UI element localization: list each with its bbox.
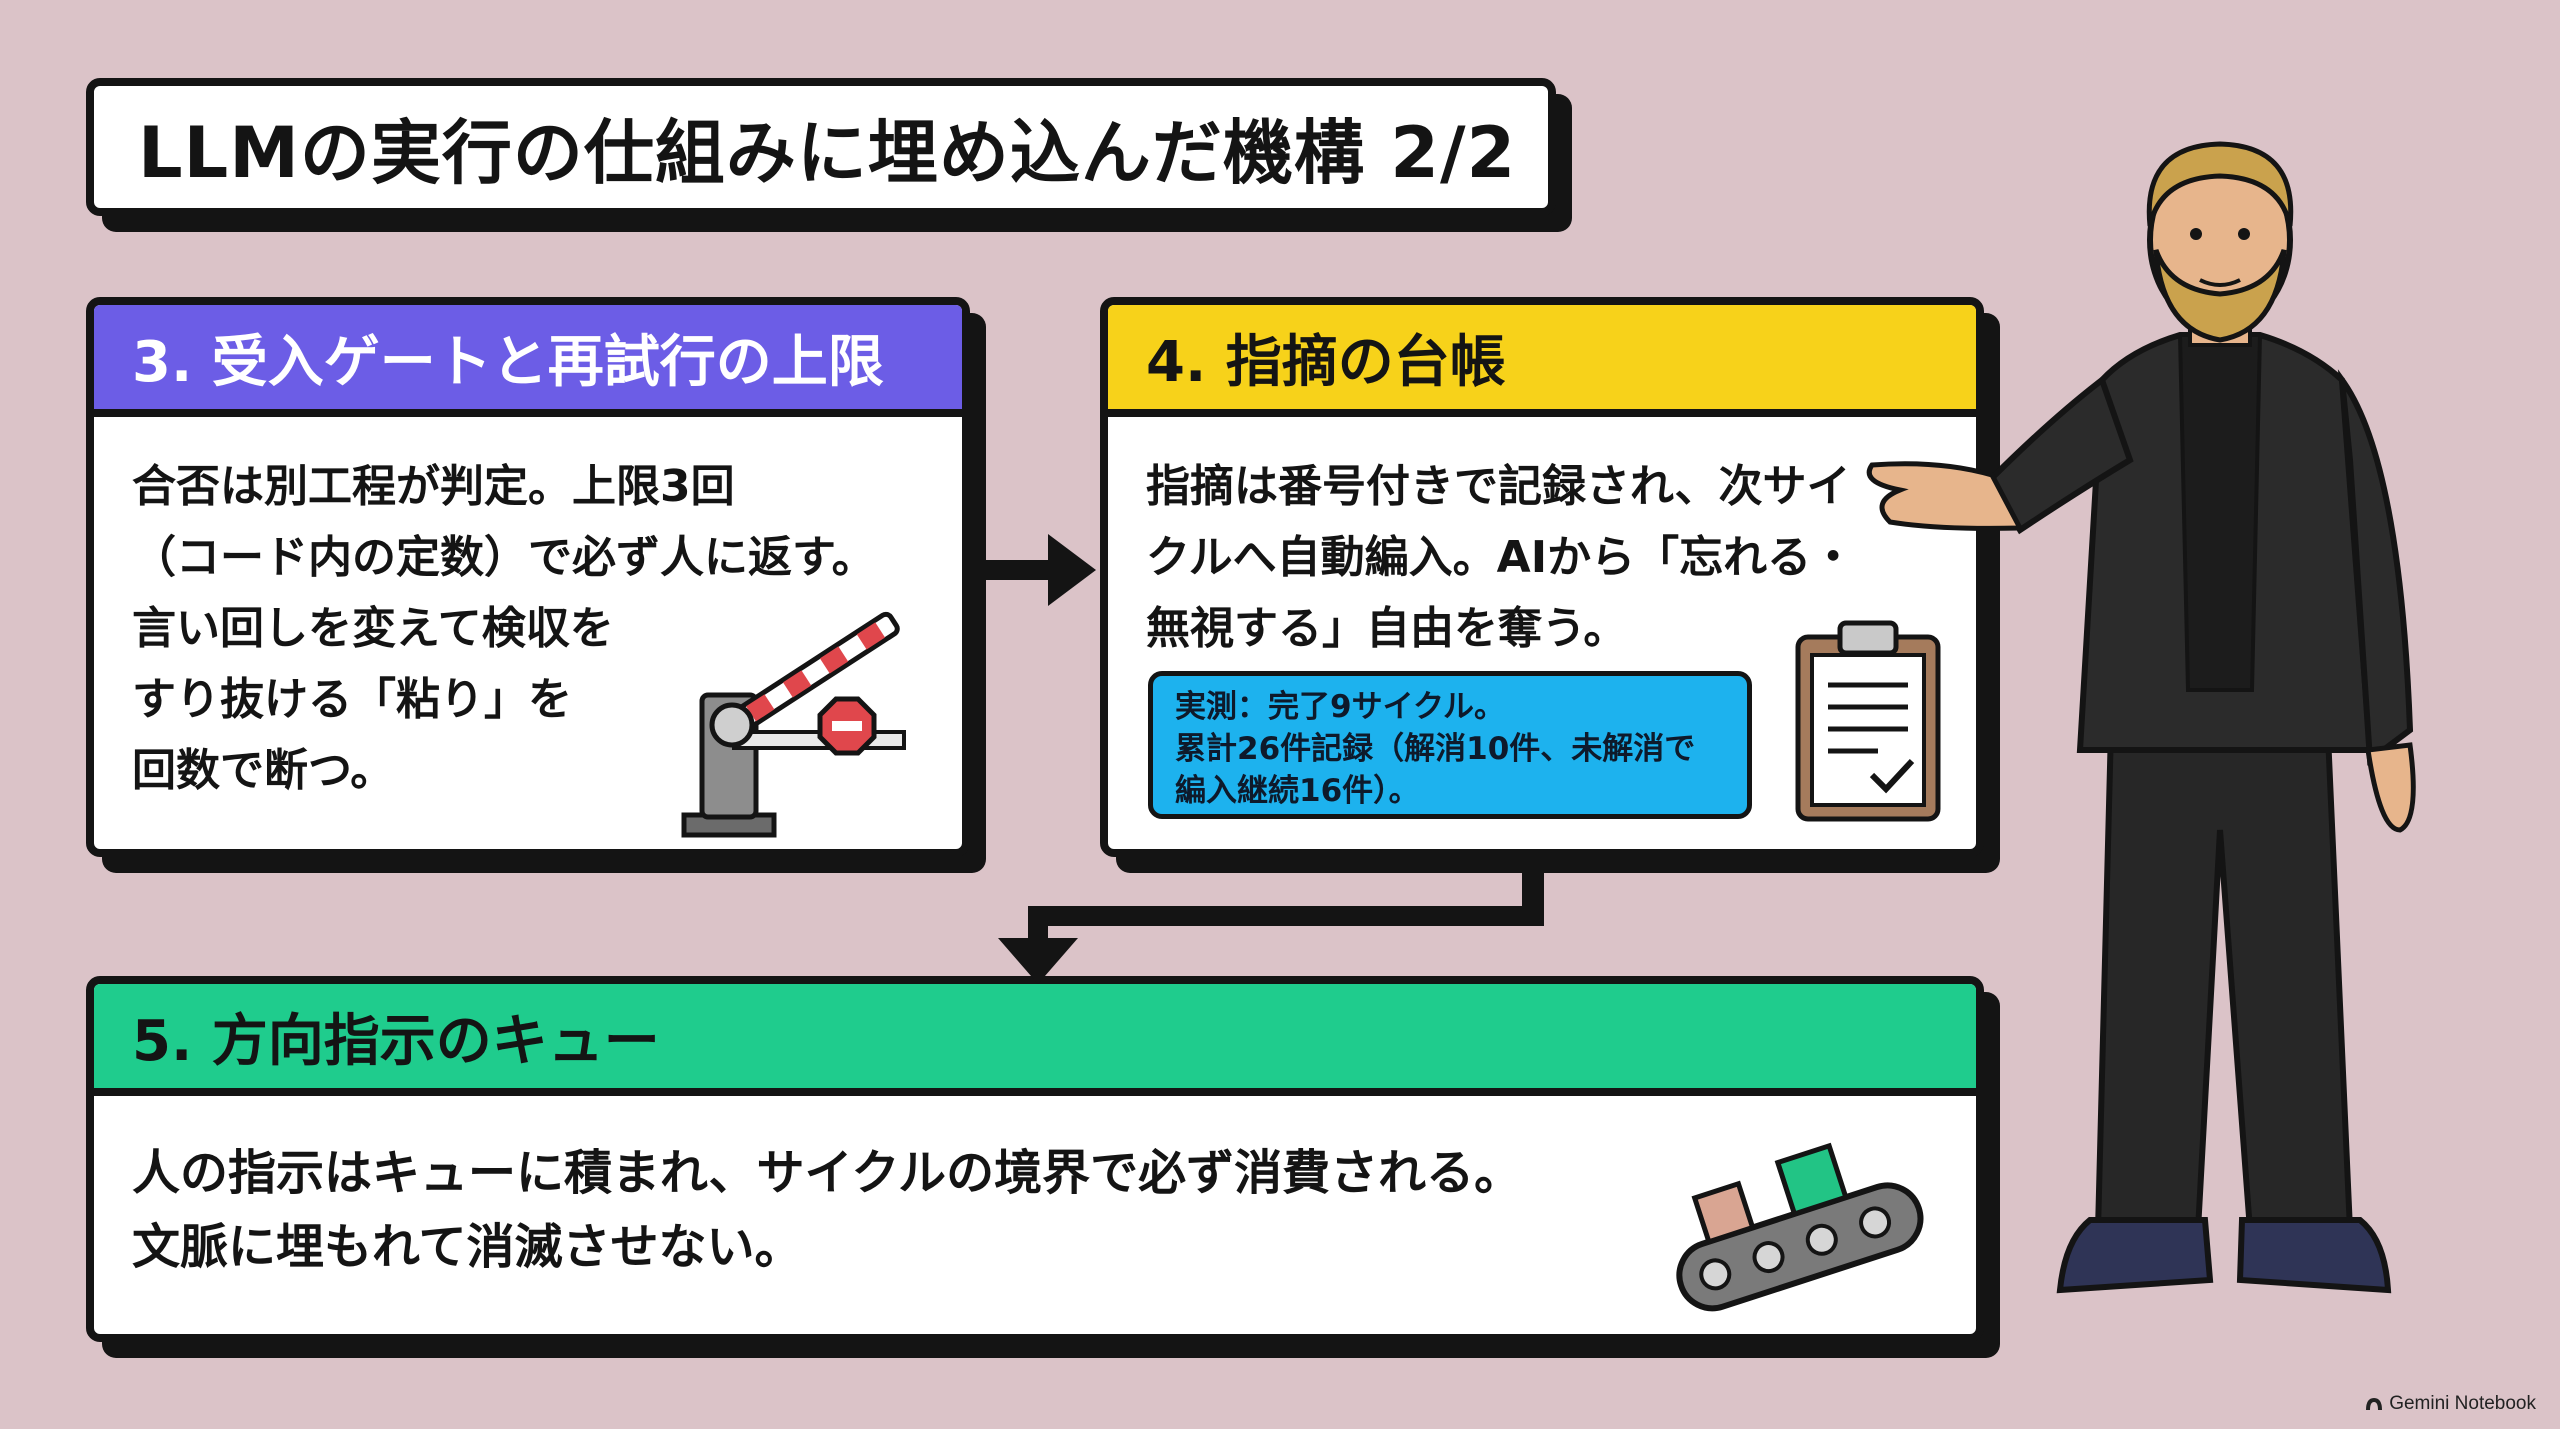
card-acceptance-gate-heading: 3. 受入ゲートと再試行の上限 — [94, 305, 962, 417]
card-direction-queue-heading: 5. 方向指示のキュー — [94, 984, 1976, 1096]
gate-line-4: すり抜ける「粘り」を — [132, 674, 572, 725]
footer-label: Gemini Notebook — [2389, 1393, 2536, 1414]
card-acceptance-gate: 3. 受入ゲートと再試行の上限 合否は別工程が判定。上限3回 （コード内の定数）… — [86, 297, 970, 857]
gemini-logo-icon — [2366, 1398, 2383, 1410]
note-line-3: 編入継続16件）。 — [1175, 773, 1420, 809]
clipboard-check-icon — [1795, 620, 1941, 822]
card-direction-queue-body: 人の指示はキューに積まれ、サイクルの境界で必ず消費される。 文脈に埋もれて消滅さ… — [94, 1096, 1976, 1284]
card-issue-ledger-heading: 4. 指摘の台帳 — [1108, 305, 1976, 417]
page-title: LLMの実行の仕組みに埋め込んだ機構 2/2 — [138, 111, 1517, 194]
queue-line-2: 文脈に埋もれて消滅させない。 — [132, 1219, 803, 1275]
title-banner: LLMの実行の仕組みに埋め込んだ機構 2/2 — [86, 78, 1556, 216]
card-direction-queue: 5. 方向指示のキュー 人の指示はキューに積まれ、サイクルの境界で必ず消費される… — [86, 976, 1984, 1342]
note-line-2: 累計26件記録（解消10件、未解消で — [1175, 731, 1696, 767]
measurement-note: 実測：完了9サイクル。 累計26件記録（解消10件、未解消で 編入継続16件）。 — [1148, 671, 1752, 819]
presenter-figure — [1866, 141, 2416, 1294]
gate-line-2: （コード内の定数）で必ず人に返す。 — [132, 532, 876, 583]
arrow-ledger-to-queue — [998, 870, 1544, 984]
gate-line-3: 言い回しを変えて検収を — [132, 603, 614, 654]
ledger-line-2: クルへ自動編入。AIから「忘れる・ — [1146, 532, 1856, 583]
card-issue-ledger-body: 指摘は番号付きで記録され、次サイ クルへ自動編入。AIから「忘れる・ 無視する」… — [1108, 417, 1976, 664]
card-acceptance-gate-body: 合否は別工程が判定。上限3回 （コード内の定数）で必ず人に返す。 言い回しを変え… — [94, 417, 962, 806]
arrow-gate-to-ledger — [978, 534, 1096, 606]
queue-line-1: 人の指示はキューに積まれ、サイクルの境界で必ず消費される。 — [132, 1145, 1523, 1201]
ledger-line-3: 無視する」自由を奪う。 — [1146, 603, 1628, 654]
gate-line-1: 合否は別工程が判定。上限3回 — [132, 461, 735, 512]
ledger-line-1: 指摘は番号付きで記録され、次サイ — [1146, 461, 1851, 512]
gate-line-5: 回数で断つ。 — [132, 745, 395, 796]
footer: Gemini Notebook — [2365, 1393, 2536, 1415]
note-line-1: 実測：完了9サイクル。 — [1175, 689, 1506, 725]
conveyor-belt-icon — [1676, 1142, 1924, 1312]
barrier-gate-icon — [681, 611, 906, 838]
card-issue-ledger: 4. 指摘の台帳 指摘は番号付きで記録され、次サイ クルへ自動編入。AIから「忘… — [1100, 297, 1984, 857]
